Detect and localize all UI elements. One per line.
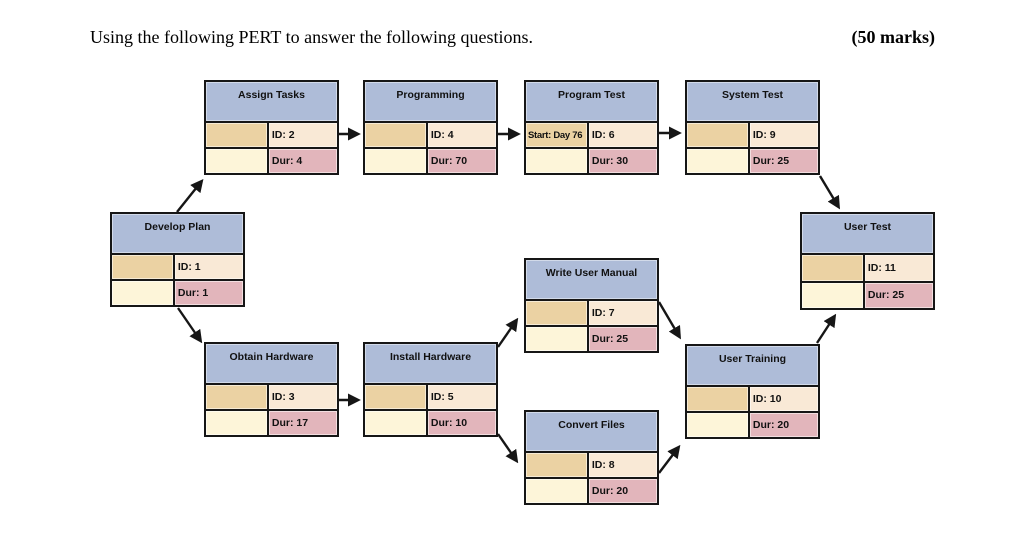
node-system-test: System Test ID: 9 Dur: 25	[685, 80, 820, 175]
task-name: Program Test	[526, 82, 657, 123]
task-name: Develop Plan	[112, 214, 243, 255]
blank-cell	[112, 281, 175, 305]
task-name: Assign Tasks	[206, 82, 337, 123]
task-name: Programming	[365, 82, 496, 123]
id-cell: ID: 3	[268, 385, 337, 409]
blank-cell	[802, 282, 865, 308]
id-cell: ID: 2	[268, 123, 337, 147]
node-install-hardware: Install Hardware ID: 5 Dur: 10	[363, 342, 498, 437]
arrow-user-training-to-user-test	[815, 313, 837, 344]
start-cell	[687, 123, 750, 147]
id-cell: ID: 8	[588, 453, 657, 477]
blank-cell	[687, 413, 750, 437]
question-text: Using the following PERT to answer the f…	[90, 27, 534, 47]
blank-cell	[206, 411, 269, 435]
start-cell	[802, 255, 865, 281]
duration-cell: Dur: 4	[268, 149, 337, 173]
start-cell	[687, 387, 750, 411]
task-name: Install Hardware	[365, 344, 496, 385]
marks-label: (50 marks)	[851, 27, 936, 47]
arrow-develop-plan-to-assign-tasks	[176, 178, 204, 213]
duration-cell: Dur: 70	[427, 149, 496, 173]
arrow-develop-plan-to-obtain-hardware	[177, 307, 203, 344]
node-develop-plan: Develop Plan ID: 1 Dur: 1	[110, 212, 245, 307]
blank-cell	[365, 411, 428, 435]
blank-cell	[526, 327, 589, 351]
node-programming: Programming ID: 4 Dur: 70	[363, 80, 498, 175]
start-cell	[365, 123, 428, 147]
task-name: Obtain Hardware	[206, 344, 337, 385]
duration-cell: Dur: 30	[588, 149, 657, 173]
blank-cell	[526, 479, 589, 503]
duration-cell: Dur: 25	[749, 149, 818, 173]
id-cell: ID: 11	[864, 255, 933, 281]
id-cell: ID: 9	[749, 123, 818, 147]
duration-cell: Dur: 17	[268, 411, 337, 435]
start-cell	[526, 301, 589, 325]
arrow-install-hardware-to-convert-files	[497, 433, 519, 464]
blank-cell	[526, 149, 589, 173]
start-cell	[206, 385, 269, 409]
duration-cell: Dur: 20	[588, 479, 657, 503]
start-cell	[526, 453, 589, 477]
id-cell: ID: 1	[174, 255, 243, 279]
question-heading: Using the following PERT to answer the f…	[90, 27, 935, 48]
duration-cell: Dur: 25	[864, 282, 933, 308]
arrow-write-user-manual-to-user-training	[657, 301, 681, 340]
task-name: System Test	[687, 82, 818, 123]
node-user-test: User Test ID: 11 Dur: 25	[800, 212, 935, 310]
id-cell: ID: 6	[588, 123, 657, 147]
node-user-training: User Training ID: 10 Dur: 20	[685, 344, 820, 439]
duration-cell: Dur: 25	[588, 327, 657, 351]
duration-cell: Dur: 20	[749, 413, 818, 437]
blank-cell	[365, 149, 428, 173]
task-name: User Training	[687, 346, 818, 387]
node-assign-tasks: Assign Tasks ID: 2 Dur: 4	[204, 80, 339, 175]
id-cell: ID: 4	[427, 123, 496, 147]
node-obtain-hardware: Obtain Hardware ID: 3 Dur: 17	[204, 342, 339, 437]
duration-cell: Dur: 10	[427, 411, 496, 435]
start-cell	[206, 123, 269, 147]
id-cell: ID: 10	[749, 387, 818, 411]
start-cell	[112, 255, 175, 279]
id-cell: ID: 7	[588, 301, 657, 325]
start-cell	[365, 385, 428, 409]
task-name: Write User Manual	[526, 260, 657, 301]
start-cell: Start: Day 76	[526, 123, 589, 147]
arrow-convert-files-to-user-training	[658, 444, 681, 474]
node-convert-files: Convert Files ID: 8 Dur: 20	[524, 410, 659, 505]
blank-cell	[687, 149, 750, 173]
node-write-user-manual: Write User Manual ID: 7 Dur: 25	[524, 258, 659, 353]
task-name: Convert Files	[526, 412, 657, 453]
node-program-test: Program Test Start: Day 76 ID: 6 Dur: 30	[524, 80, 659, 175]
task-name: User Test	[802, 214, 933, 255]
arrow-system-test-to-user-test	[818, 175, 841, 210]
id-cell: ID: 5	[427, 385, 496, 409]
blank-cell	[206, 149, 269, 173]
arrow-install-hardware-to-write-user-manual	[497, 317, 519, 348]
duration-cell: Dur: 1	[174, 281, 243, 305]
